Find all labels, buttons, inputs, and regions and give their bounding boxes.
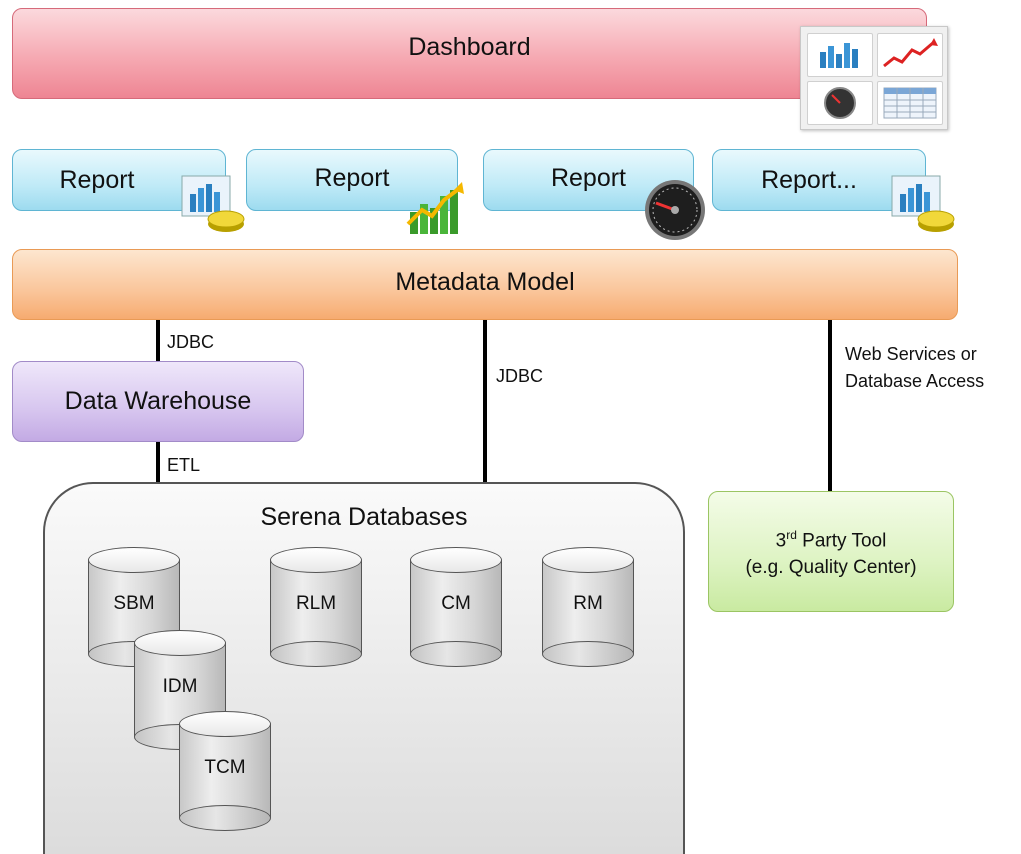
trend-chart-icon (404, 180, 468, 243)
database-label: TCM (204, 757, 246, 778)
web-services-connector-line (828, 320, 832, 492)
database-label: RLM (295, 593, 337, 614)
jdbc-connector-line (156, 320, 160, 362)
serena-databases-title: Serena Databases (260, 503, 468, 531)
report-box-2: Report (246, 149, 458, 211)
data-warehouse-label: Data Warehouse (64, 387, 252, 415)
database-label: SBM (113, 593, 155, 614)
report-box-4: Report... (712, 149, 926, 211)
report-label-3: Report (550, 163, 627, 192)
database-cylinder: RLM (270, 547, 362, 667)
third-party-tool-example: (e.g. Quality Center) (745, 557, 917, 579)
database-label: IDM (162, 676, 198, 697)
dashboard-thumbnails (800, 26, 948, 130)
third-party-tool-title: 3rd Party Tool (775, 527, 887, 552)
database-cylinder: CM (410, 547, 502, 667)
database-label: CM (441, 593, 471, 614)
trend-line-icon (877, 33, 943, 77)
database-cylinder: TCM (179, 711, 271, 831)
dashboard-box: Dashboard (12, 8, 927, 99)
bar-chart-icon (807, 33, 873, 77)
bar-pie-chart-icon (890, 172, 956, 243)
etl-label: ETL (167, 455, 201, 475)
report-label-1: Report (59, 165, 135, 194)
metadata-model-box: Metadata Model (12, 249, 958, 320)
database-label: RM (573, 593, 603, 614)
database-cylinder: RM (542, 547, 634, 667)
report-label-4: Report... (761, 165, 857, 194)
table-grid-icon (877, 81, 943, 125)
third-party-tool-box: 3rd Party Tool (e.g. Quality Center) (708, 491, 954, 612)
gauge-icon (807, 81, 873, 125)
gauge-icon (642, 177, 708, 248)
metadata-model-label: Metadata Model (395, 268, 575, 296)
jdbc-label: JDBC (167, 332, 215, 352)
report-label-2: Report (314, 163, 390, 192)
bar-pie-chart-icon (180, 172, 246, 243)
web-services-label: Web Services or (845, 344, 977, 364)
dashboard-label: Dashboard (408, 33, 531, 61)
jdbc-connector-line (483, 320, 487, 482)
jdbc-label: JDBC (496, 366, 544, 386)
data-warehouse-box: Data Warehouse (12, 361, 304, 442)
database-access-label: Database Access (845, 371, 985, 391)
etl-connector-line (156, 442, 160, 482)
